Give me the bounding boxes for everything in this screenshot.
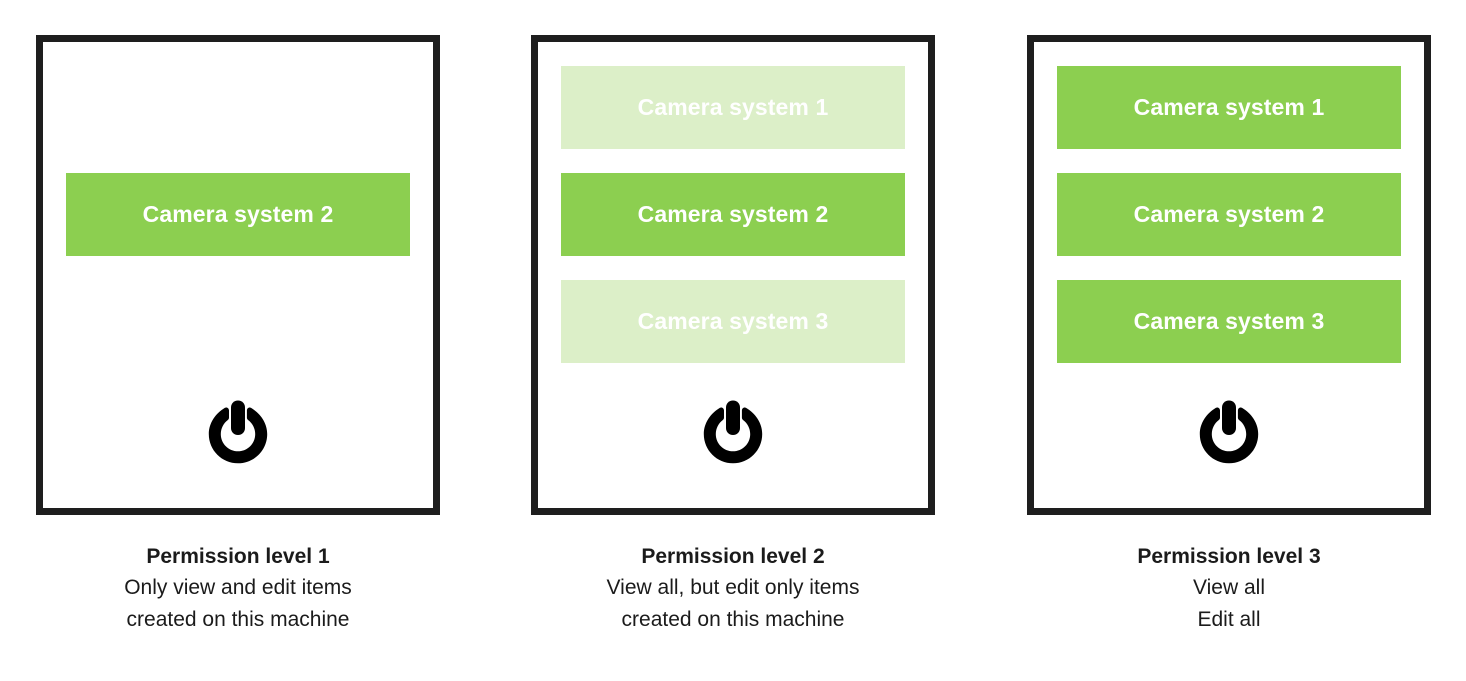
camera-system-bar[interactable]: Camera system 1 [561,66,905,149]
panel-caption: Permission level 1 Only view and edit it… [36,542,440,636]
caption-line: created on this machine [126,608,350,631]
device-screen: Camera system 1 Camera system 2 Camera s… [1027,35,1431,515]
list-item: Camera system 1 [561,66,905,149]
caption-description: Only view and edit items created on this… [36,572,440,636]
list-item: Camera system 3 [561,280,905,363]
camera-system-bar[interactable]: Camera system 3 [1057,280,1401,363]
camera-system-bar[interactable]: Camera system 2 [1057,173,1401,256]
camera-system-list: Camera system 1 Camera system 2 Camera s… [561,66,905,387]
permission-level-panel: Camera system 1 Camera system 2 Camera s… [1027,35,1431,636]
power-button[interactable] [538,398,928,466]
list-item: Camera system 3 [66,280,410,363]
caption-title: Permission level 3 [1137,545,1321,568]
permission-level-panel: Camera system 1 Camera system 2 Camera s… [531,35,935,636]
camera-system-bar[interactable]: Camera system 2 [66,173,410,256]
power-button[interactable] [1034,398,1424,466]
caption-line: created on this machine [621,608,845,631]
list-item: Camera system 2 [1057,173,1401,256]
list-item: Camera system 3 [1057,280,1401,363]
power-icon [208,400,268,464]
list-item: Camera system 2 [66,173,410,256]
caption-line: View all [1193,576,1265,599]
caption-title: Permission level 2 [641,545,825,568]
camera-system-bar[interactable]: Camera system 3 [561,280,905,363]
list-item: Camera system 1 [1057,66,1401,149]
list-item: Camera system 1 [66,66,410,149]
caption-line: Only view and edit items [124,576,352,599]
power-icon [703,400,763,464]
camera-system-list: Camera system 1 Camera system 2 Camera s… [66,66,410,387]
panel-caption: Permission level 2 View all, but edit on… [531,542,935,636]
caption-line: Edit all [1197,608,1261,631]
power-icon [1199,400,1259,464]
caption-line: View all, but edit only items [606,576,860,599]
camera-system-bar[interactable]: Camera system 2 [561,173,905,256]
power-button[interactable] [43,398,433,466]
caption-description: View all Edit all [1027,572,1431,636]
permission-level-panel: Camera system 1 Camera system 2 Camera s… [36,35,440,636]
camera-system-bar[interactable]: Camera system 1 [1057,66,1401,149]
device-screen: Camera system 1 Camera system 2 Camera s… [531,35,935,515]
caption-title: Permission level 1 [146,545,330,568]
camera-system-list: Camera system 1 Camera system 2 Camera s… [1057,66,1401,387]
device-screen: Camera system 1 Camera system 2 Camera s… [36,35,440,515]
caption-description: View all, but edit only items created on… [531,572,935,636]
list-item: Camera system 2 [561,173,905,256]
panel-caption: Permission level 3 View all Edit all [1027,542,1431,636]
